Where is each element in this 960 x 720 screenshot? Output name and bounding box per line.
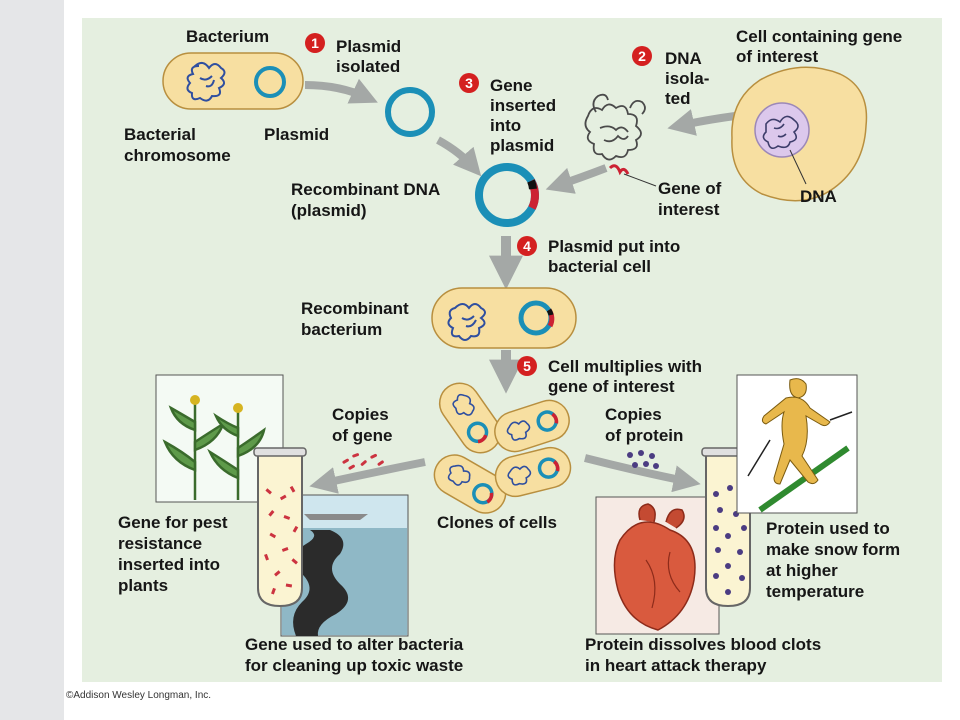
copies-protein-label-line-2: of protein bbox=[605, 426, 683, 445]
recombinant-bacterium bbox=[431, 287, 577, 349]
clones-label: Clones of cells bbox=[437, 513, 557, 532]
gene-segment bbox=[608, 164, 630, 176]
arrow-to-gene-use bbox=[309, 458, 426, 494]
cell-gene-label-line-1: Cell containing gene bbox=[736, 27, 902, 46]
arrow-insert-gene bbox=[545, 164, 608, 194]
bacterium bbox=[162, 52, 304, 110]
process-arrows bbox=[304, 78, 736, 494]
svg-text:5: 5 bbox=[523, 358, 531, 374]
arrow-to-protein-use bbox=[584, 454, 701, 493]
bacterial-chromosome-label-line-2: chromosome bbox=[124, 146, 231, 165]
heart-label-line-2: in heart attack therapy bbox=[585, 656, 767, 675]
step-4-label-line-2: bacterial cell bbox=[548, 257, 651, 276]
donor-dna bbox=[762, 115, 799, 150]
arrow-isolate-dna bbox=[667, 109, 736, 136]
gene-copies bbox=[342, 453, 384, 470]
heart-label-line-1: Protein dissolves blood clots bbox=[585, 635, 821, 654]
recombinant-plasmid bbox=[475, 163, 539, 227]
step-2-label-line-3: ted bbox=[665, 89, 691, 108]
pest-label-line-1: Gene for pest bbox=[118, 513, 228, 532]
step-4-label-line-1: Plasmid put into bbox=[548, 237, 680, 256]
skier-image bbox=[736, 374, 858, 514]
toxic-label-line-1: Gene used to alter bacteria bbox=[245, 635, 464, 654]
step-1-label-line-1: Plasmid bbox=[336, 37, 401, 56]
step-5-label-line-1: Cell multiplies with bbox=[548, 357, 702, 376]
svg-text:4: 4 bbox=[523, 238, 531, 254]
svg-text:1: 1 bbox=[311, 35, 319, 51]
gene-of-interest-label-line-1: Gene of bbox=[658, 179, 722, 198]
step-badge-3: 3 bbox=[459, 73, 479, 93]
snow-label-line-1: Protein used to bbox=[766, 519, 890, 538]
plasmid-label: Plasmid bbox=[264, 125, 329, 144]
svg-text:2: 2 bbox=[638, 48, 646, 64]
copies-gene-label-line-1: Copies bbox=[332, 405, 389, 424]
step-2-label-line-2: isola- bbox=[665, 69, 709, 88]
bacterial-chromosome-label-line-1: Bacterial bbox=[124, 125, 196, 144]
bacterial-chromosome bbox=[186, 62, 226, 102]
isolated-plasmid bbox=[385, 87, 435, 137]
step-5-label-line-2: gene of interest bbox=[548, 377, 675, 396]
plasmid bbox=[254, 66, 286, 98]
recombinant-bacterium-label-line-1: Recombinant bbox=[301, 299, 409, 318]
step-3-label-line-1: Gene bbox=[490, 76, 533, 95]
copyright-notice: ©Addison Wesley Longman, Inc. bbox=[66, 690, 212, 701]
dna-label: DNA bbox=[800, 187, 837, 206]
pest-label-line-4: plants bbox=[118, 576, 168, 595]
step-badge-1: 1 bbox=[305, 33, 325, 53]
step-2-label-line-1: DNA bbox=[665, 49, 702, 68]
step-3-label-line-4: plasmid bbox=[490, 136, 554, 155]
recombinant-bacterium-label-line-2: bacterium bbox=[301, 320, 382, 339]
copies-gene-label-line-2: of gene bbox=[332, 426, 392, 445]
slide-sidebar bbox=[0, 0, 64, 720]
cell-gene-label-line-2: of interest bbox=[736, 47, 819, 66]
arrow-isolate-plasmid bbox=[304, 78, 378, 104]
dna-strand bbox=[584, 93, 646, 161]
snow-label-line-3: at higher bbox=[766, 561, 838, 580]
svg-text:3: 3 bbox=[465, 75, 473, 91]
protein-copies bbox=[627, 450, 659, 469]
copies-protein-label-line-1: Copies bbox=[605, 405, 662, 424]
pest-label-line-3: inserted into bbox=[118, 555, 220, 574]
step-badge-5: 5 bbox=[517, 356, 537, 376]
step-badge-4: 4 bbox=[517, 236, 537, 256]
step-3-label-line-2: inserted bbox=[490, 96, 556, 115]
recombinant-dna-label-line-2: (plasmid) bbox=[291, 201, 367, 220]
heart-image bbox=[595, 496, 720, 635]
isolated-dna bbox=[584, 93, 657, 187]
bacterium-label: Bacterium bbox=[186, 27, 269, 46]
snow-label-line-2: make snow form bbox=[766, 540, 900, 559]
arrow-insert-plasmid bbox=[436, 136, 482, 177]
recombinant-dna-label-line-1: Recombinant DNA bbox=[291, 180, 440, 199]
step-badge-2: 2 bbox=[632, 46, 652, 66]
step-3-label-line-3: into bbox=[490, 116, 521, 135]
donor-cell bbox=[731, 66, 868, 202]
gene-leader-line bbox=[623, 173, 657, 187]
toxic-label-line-2: for cleaning up toxic waste bbox=[245, 656, 463, 675]
gene-of-interest-label-line-2: interest bbox=[658, 200, 720, 219]
corn-plants-image bbox=[155, 374, 284, 503]
test-tube-bacteria bbox=[253, 447, 307, 608]
pest-label-line-2: resistance bbox=[118, 534, 202, 553]
oil-spill bbox=[293, 530, 349, 636]
nucleus bbox=[754, 102, 810, 158]
snow-label-line-4: temperature bbox=[766, 582, 864, 601]
clone-cells bbox=[433, 382, 572, 514]
step-1-label-line-2: isolated bbox=[336, 57, 400, 76]
dna-leader-line bbox=[789, 149, 807, 185]
